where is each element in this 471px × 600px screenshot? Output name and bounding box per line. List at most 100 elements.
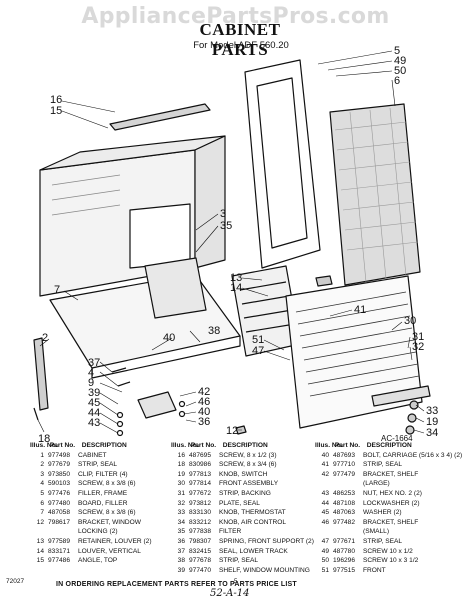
callout-13: 13	[230, 272, 242, 284]
description-cell: (LARGE)	[363, 480, 390, 488]
part-no-cell: 977589	[48, 537, 71, 545]
description-cell: SHELF, WINDOW MOUNTING	[219, 566, 310, 574]
knob-air-control	[405, 425, 415, 435]
part-no-cell: 977679	[48, 461, 71, 469]
callout-34: 34	[426, 427, 438, 439]
description-cell: ANGLE, TOP	[78, 557, 118, 565]
illus-no-cell: 46	[321, 518, 329, 526]
page-title: CABINET PARTS	[199, 20, 281, 59]
description-cell: BRACKET, SHELF	[363, 518, 419, 526]
part-no-cell: 977838	[189, 528, 212, 536]
part-no-cell: 977814	[189, 480, 212, 488]
callout-7: 7	[54, 284, 60, 296]
header-illus-no: Illus. No.	[171, 442, 199, 449]
callout-3: 3	[220, 208, 226, 220]
table-row: (LARGE)	[315, 479, 462, 489]
header-part-no: Part No.	[49, 442, 76, 449]
callout-5: 5	[394, 45, 400, 57]
callout-16: 16	[50, 94, 62, 106]
description-cell: SCREW, 8 x 3/8 (6)	[78, 509, 136, 517]
filter	[144, 257, 207, 319]
callout-32: 32	[412, 341, 424, 353]
part-no-cell: 196296	[333, 557, 356, 565]
callout-50: 50	[394, 65, 406, 77]
part-no-cell: 977678	[189, 557, 212, 565]
illus-no-cell: 50	[321, 557, 329, 565]
description-cell: BOARD, FILLER	[78, 499, 128, 507]
model-subtitle: For Model ADF 560.20	[193, 40, 289, 51]
callout-49: 49	[394, 55, 406, 67]
illus-no-cell: 45	[321, 509, 329, 517]
part-no-cell: 977480	[48, 499, 71, 507]
description-cell: LOUVER, VERTICAL	[78, 547, 141, 555]
part-no-cell: 973850	[48, 470, 71, 478]
part-no-cell: 977479	[333, 470, 356, 478]
callout-9: 9	[88, 377, 94, 389]
diagram-code: AC-1664	[381, 434, 413, 443]
header-description: DESCRIPTION	[222, 442, 268, 449]
callout-36: 36	[198, 416, 210, 428]
callout-41: 41	[354, 304, 366, 316]
description-cell: FRONT ASSEMBLY	[219, 480, 279, 488]
part-no-cell: 486253	[333, 489, 356, 497]
callout-30: 30	[404, 315, 416, 327]
illus-no-cell: 18	[177, 461, 185, 469]
shelf-bracket	[137, 391, 177, 419]
part-no-cell: 833171	[48, 547, 71, 555]
part-no-cell: 977515	[333, 566, 356, 574]
callout-43: 43	[88, 417, 100, 429]
header-illus-no: Illus. No.	[30, 442, 58, 449]
illus-no-cell: 34	[177, 518, 185, 526]
illus-no-cell: 47	[321, 537, 329, 545]
part-no-cell: 590103	[48, 480, 71, 488]
illus-no-cell: 35	[177, 528, 185, 536]
illus-no-cell: 31	[177, 489, 185, 497]
front-assembly	[285, 275, 423, 429]
description-cell: (SMALL)	[363, 528, 390, 536]
description-cell: STRIP, SEAL	[219, 557, 259, 565]
description-cell: SCREW, 8 x 1/2 (3)	[219, 451, 277, 459]
illus-no-cell: 44	[321, 499, 329, 507]
part-no-cell: 487693	[333, 451, 356, 459]
description-cell: STRIP, SEAL	[363, 537, 403, 545]
illus-no-cell: 12	[36, 518, 44, 526]
illus-no-cell: 43	[321, 489, 329, 497]
description-cell: BRACKET, WINDOW	[78, 518, 142, 526]
illus-no-cell: 40	[321, 451, 329, 459]
illus-no-cell: 6	[40, 499, 44, 507]
part-no-cell: 977476	[48, 489, 71, 497]
part-no-cell: 487108	[333, 499, 356, 507]
description-cell: STRIP, BACKING	[219, 489, 271, 497]
filler-board	[329, 103, 421, 286]
description-cell: LOCKING (2)	[78, 528, 118, 536]
callout-44: 44	[88, 407, 100, 419]
description-cell: BRACKET, SHELF	[363, 470, 419, 478]
part-no-cell: 977470	[189, 566, 212, 574]
table-row: LOCKING (2)	[30, 527, 152, 537]
callout-42: 42	[198, 386, 210, 398]
cabinet-side	[194, 135, 226, 269]
description-cell: STRIP, SEAL	[78, 461, 118, 469]
description-cell: SCREW, 8 x 3/8 (6)	[78, 480, 136, 488]
illus-no-cell: 5	[40, 489, 44, 497]
callout-12: 12	[226, 425, 238, 437]
cabinet-opening	[129, 203, 191, 269]
illus-no-cell: 16	[177, 451, 185, 459]
part-no-cell: 973812	[189, 499, 212, 507]
